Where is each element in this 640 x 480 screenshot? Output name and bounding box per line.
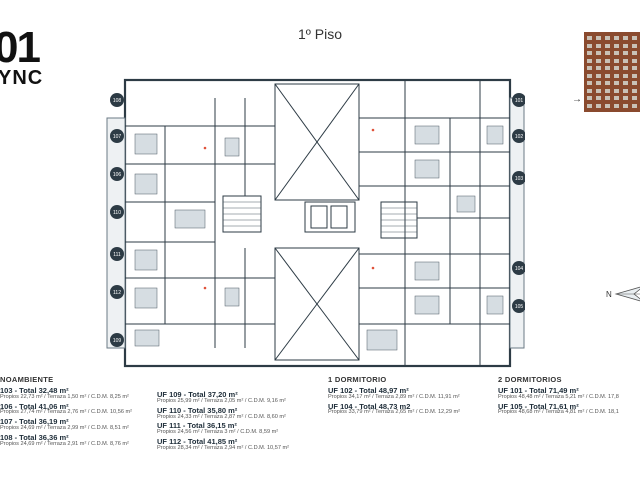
unit-badge-label: 107 <box>113 134 122 140</box>
unit-badge-label: 109 <box>113 338 122 344</box>
legend-unit-detail: Propios 48,48 m² / Terraza 5,21 m² / C.D… <box>498 393 619 400</box>
unit-badge <box>110 167 124 181</box>
arrow-right-icon: → <box>572 94 582 105</box>
legend-heading: NOAMBIENTE <box>0 375 54 384</box>
legend-unit-name: UF 111 - Total 36,15 m² <box>157 421 237 431</box>
floor-plan: 108 107 106 110 111 112 109 101 102 103 104 105 <box>106 78 525 368</box>
logo-line-2: YNC <box>0 67 44 89</box>
unit-badge <box>512 261 525 275</box>
logo-line-1: 01 <box>0 23 41 72</box>
unit-badge <box>110 333 124 347</box>
unit-badge-label: 101 <box>515 98 524 104</box>
legend-unit-detail: Propios 25,99 m² / Terraza 2,05 m² / C.D… <box>157 397 286 404</box>
svg-text:N: N <box>606 290 612 299</box>
legend-unit-name: 107 - Total 36,19 m² <box>0 417 69 427</box>
legend-unit-detail: Propios 34,17 m² / Terraza 2,89 m² / C.D… <box>328 393 460 400</box>
unit-badge-label: 105 <box>515 304 524 310</box>
unit-badge <box>110 285 124 299</box>
unit-badge-label: 102 <box>515 134 524 140</box>
legend-unit-detail: Propios 24,33 m² / Terraza 2,87 m² / C.D… <box>157 413 286 420</box>
unit-badge <box>110 205 124 219</box>
unit-badge <box>110 129 124 143</box>
legend-unit-name: 103 - Total 32,48 m² <box>0 385 69 395</box>
legend-unit-detail: Propios 27,74 m² / Terraza 2,76 m² / C.D… <box>0 409 133 416</box>
legend-unit-detail: Propios 24,56 m² / Terraza 3 m² / C.D.M.… <box>157 429 279 436</box>
unit-badge <box>512 93 525 107</box>
unit-badge-label: 103 <box>515 176 524 182</box>
legend-unit-detail: Propios 28,34 m² / Terraza 2,94 m² / C.D… <box>157 445 290 452</box>
unit-labels-right: 101 102 103 104 105 <box>512 93 525 313</box>
legend-unit-detail: Propios 22,73 m² / Terraza 1,50 m² / C.D… <box>0 393 129 400</box>
logo: 01 YNC <box>0 23 44 89</box>
legend-unit-name: UF 102 - Total 48,97 m² <box>328 385 409 395</box>
floor-title: 1º Piso <box>297 26 343 42</box>
unit-badge-label: 108 <box>113 98 122 104</box>
legend-unit-detail: Propios 33,79 m² / Terraza 2,65 m² / C.D… <box>328 409 461 416</box>
legend-unit-name: UF 109 - Total 37,20 m² <box>157 390 238 399</box>
unit-badge <box>110 247 124 261</box>
unit-badge <box>512 129 525 143</box>
legend-unit-detail: Propios 48,68 m² / Terraza 4,81 m² / C.D… <box>498 409 619 416</box>
unit-badge-label: 111 <box>113 252 121 258</box>
unit-badge <box>512 171 525 185</box>
legend-unit-name: UF 104 - Total 48,73 m2 <box>328 401 411 411</box>
compass-north-icon: N <box>606 286 640 302</box>
legend-unit-name: UF 101 - Total 71,49 m² <box>498 385 579 395</box>
unit-badge <box>110 93 124 107</box>
legend-unit-name: UF 105 - Total 71,61 m² <box>498 401 579 411</box>
legend-heading: 2 DORMITORIOS <box>498 375 562 384</box>
unit-badge-label: 112 <box>113 290 121 296</box>
legend-unit-name: UF 112 - Total 41,85 m² <box>157 437 238 447</box>
legend-unit-name: 108 - Total 36,36 m² <box>0 433 69 443</box>
building-thumbnail[interactable] <box>584 32 640 112</box>
unit-badge-label: 106 <box>113 172 122 178</box>
legend-unit-detail: Propios 24,69 m² / Terraza 2,99 m² / C.D… <box>0 425 129 432</box>
unit-badge <box>512 299 525 313</box>
unit-badge-label: 110 <box>113 210 121 216</box>
legend-heading: 1 DORMITORIO <box>328 375 387 384</box>
legend-unit-name: UF 110 - Total 35,80 m² <box>157 405 238 415</box>
unit-labels-left: 108 107 106 110 111 112 109 <box>110 93 124 347</box>
legend-unit-name: 106 - Total 41,06 m² <box>0 401 69 411</box>
legend-unit-detail: Propios 24,69 m² / Terraza 2,91 m² / C.D… <box>0 440 129 447</box>
unit-badge-label: 104 <box>515 266 524 272</box>
